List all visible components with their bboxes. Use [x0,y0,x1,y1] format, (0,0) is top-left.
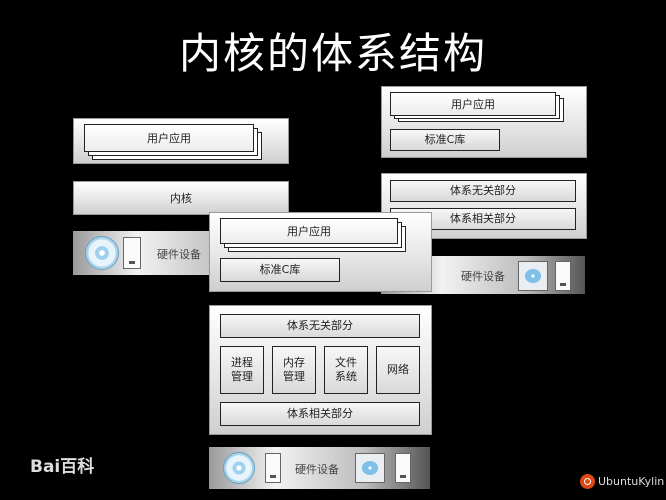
diagram3-std-c-lib-box: 标准C库 [220,258,340,282]
diagram2-user-app-box: 用户应用 [390,92,556,116]
ubuntukylin-logo: UbuntuKylin [580,474,664,489]
baidu-logo-text: Bai百科 [30,457,95,477]
ubuntu-icon [580,474,595,489]
printer-icon [355,453,385,483]
diagram4-arch-independent-box: 体系无关部分 [220,314,420,338]
hard-drive-icon [123,237,141,269]
diagram1-hardware-label: 硬件设备 [157,248,201,261]
diagram1-kernel-box: 内核 [73,181,289,215]
slide-title: 内核的体系结构 [178,29,487,78]
diagram4-arch-dependent-box: 体系相关部分 [220,402,420,426]
diagram2-arch-dependent-box: 体系相关部分 [390,208,576,230]
diagram3-user-app-box: 用户应用 [220,218,398,244]
diagram4-file-system-box: 文件 系统 [324,346,368,394]
printer-icon [518,261,548,291]
diagram4-memory-mgmt-box: 内存 管理 [272,346,316,394]
diagram2-std-c-lib-box: 标准C库 [390,129,500,151]
diagram2-hardware-label: 硬件设备 [461,270,505,283]
baidu-logo: Bai百科 [30,452,94,477]
diagram1-user-app-box: 用户应用 [84,124,254,152]
diagram4-process-mgmt-box: 进程 管理 [220,346,264,394]
diagram4-hardware-bar: 硬件设备 [209,447,430,489]
diagram1-user-app-panel: 用户应用 [73,118,289,164]
diagram2-arch-independent-box: 体系无关部分 [390,180,576,202]
diagram4-kernel-panel: 体系无关部分 进程 管理 内存 管理 文件 系统 网络 体系相关部分 [209,305,432,435]
diagram4-hardware-label: 硬件设备 [295,463,339,476]
diagram4-network-box: 网络 [376,346,420,394]
cd-disc-icon [223,452,255,484]
diagram3-panel: 用户应用 标准C库 [209,212,432,292]
diagram1-kernel-label: 内核 [170,192,192,205]
cd-disc-icon [85,236,119,270]
ubuntukylin-logo-text: UbuntuKylin [598,475,665,488]
hard-drive-icon [265,453,281,483]
hard-drive-icon [395,453,411,483]
diagram2-upper-panel: 用户应用 标准C库 [381,86,587,158]
hard-drive-icon [555,261,571,291]
